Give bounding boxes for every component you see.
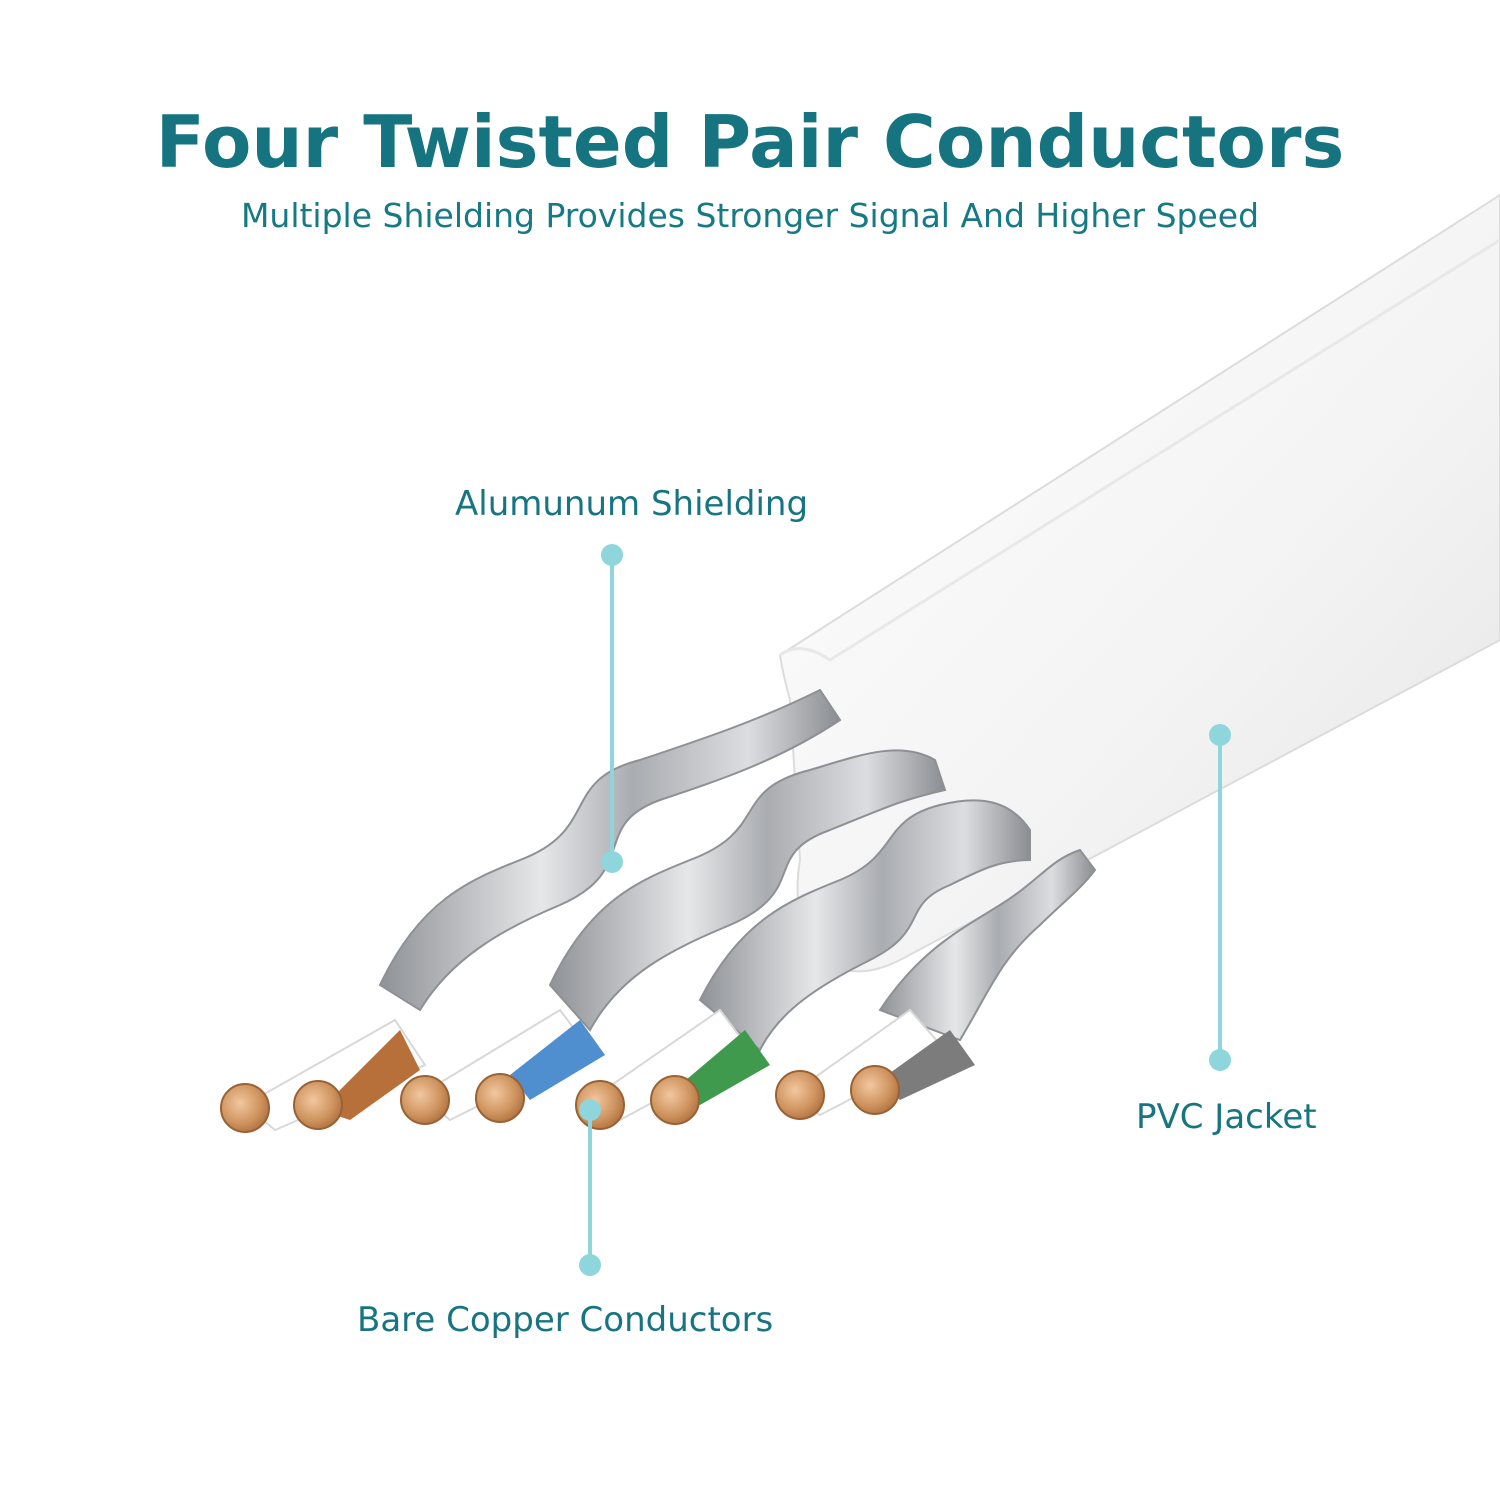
callout-conductors-pointer [579, 1099, 601, 1276]
copper-tips [220, 1065, 900, 1133]
page-subtitle: Multiple Shielding Provides Stronger Sig… [240, 196, 1260, 235]
twisted-pair-gray [878, 848, 1097, 1042]
page-title: Four Twisted Pair Conductors [155, 100, 1345, 184]
wire-ends [243, 1008, 975, 1132]
twisted-pair-green [698, 799, 1031, 1052]
callout-jacket-label: PVC Jacket [1136, 1097, 1317, 1137]
callout-conductors-label: Bare Copper Conductors [357, 1300, 774, 1340]
callout-shielding-pointer [601, 544, 623, 873]
callout-shielding-label: Alumunum Shielding [455, 484, 809, 524]
twisted-pair-blue [548, 749, 947, 1032]
callout-jacket-pointer [1209, 724, 1231, 1071]
